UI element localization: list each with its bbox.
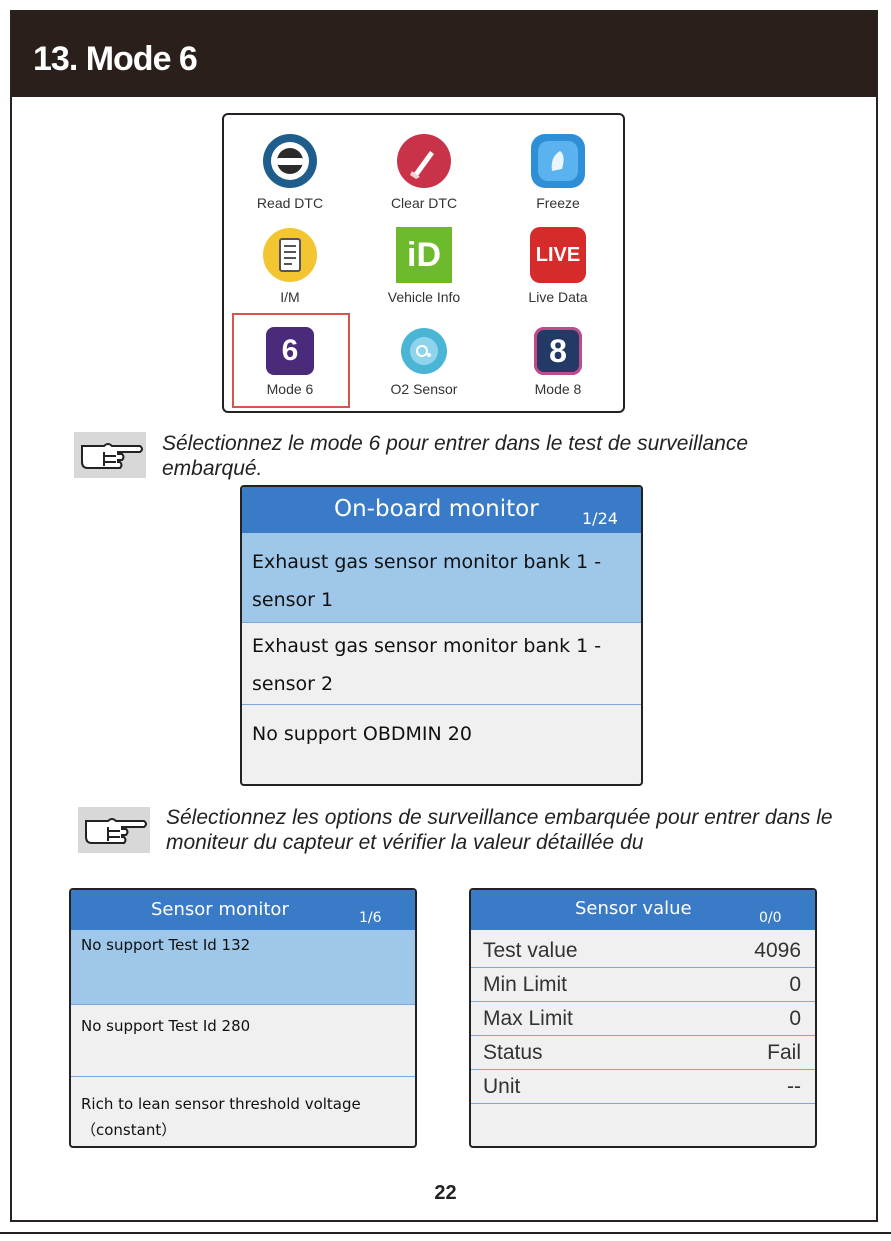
section-title: 13. Mode 6: [33, 40, 198, 78]
menu-item-read-dtc[interactable]: Read DTC: [230, 133, 350, 211]
menu-item-live-data[interactable]: LIVE Live Data: [498, 227, 618, 305]
value-label: Test value: [483, 938, 578, 962]
pointing-hand-icon: [74, 432, 146, 478]
im-icon: [262, 227, 318, 283]
value-label: Min Limit: [483, 972, 568, 996]
list-item[interactable]: Exhaust gas sensor monitor bank 1 - sens…: [242, 533, 641, 623]
list-item[interactable]: No support OBDMIN 20: [252, 723, 472, 745]
value-text: --: [787, 1074, 801, 1098]
page-indicator: 1/6: [359, 910, 382, 926]
list-item[interactable]: No support Test Id 132: [71, 930, 415, 1005]
instruction-text: Sélectionnez les options de surveillance…: [166, 806, 833, 854]
list-item[interactable]: No support Test Id 280: [71, 1005, 415, 1077]
menu-item-mode6[interactable]: 6 Mode 6: [230, 327, 350, 397]
value-row: Max Limit 0: [471, 1002, 815, 1036]
panel-header: Sensor value 0/0: [471, 890, 815, 930]
value-row: Status Fail: [471, 1036, 815, 1070]
value-text: 4096: [754, 938, 801, 962]
menu-item-im[interactable]: I/M: [230, 227, 350, 305]
panel-header: On-board monitor 1/24: [242, 487, 641, 533]
vehicle-info-icon: iD: [396, 227, 452, 283]
menu-item-clear-dtc[interactable]: Clear DTC: [364, 133, 484, 211]
menu-label: Vehicle Info: [387, 289, 461, 305]
bottom-rule: [0, 1232, 891, 1234]
menu-item-mode8[interactable]: 8 Mode 8: [498, 327, 618, 397]
list-item[interactable]: Rich to lean sensor threshold voltage （c…: [81, 1095, 361, 1139]
menu-label: Clear DTC: [390, 195, 458, 211]
value-row: Test value 4096: [471, 934, 815, 968]
menu-label: Mode 8: [534, 381, 582, 397]
mode8-icon: 8: [534, 327, 582, 375]
value-text: 0: [789, 1006, 801, 1030]
mode6-selection-highlight: [232, 313, 350, 408]
panel-header: Sensor monitor 1/6: [71, 890, 415, 930]
value-label: Status: [483, 1040, 543, 1064]
app-menu: Read DTC Clear DTC Freeze I/M iD Vehicle…: [222, 113, 625, 413]
value-text: 0: [789, 972, 801, 996]
onboard-monitor-panel: On-board monitor 1/24 Exhaust gas sensor…: [240, 485, 643, 786]
freeze-icon: [530, 133, 586, 189]
menu-label: Freeze: [536, 195, 580, 211]
menu-item-vehicle-info[interactable]: iD Vehicle Info: [364, 227, 484, 305]
menu-label: Live Data: [528, 289, 588, 305]
menu-item-o2-sensor[interactable]: O2 Sensor: [364, 327, 484, 397]
value-text: Fail: [767, 1040, 801, 1064]
o2-sensor-icon: [400, 327, 448, 375]
sensor-monitor-panel: Sensor monitor 1/6 No support Test Id 13…: [69, 888, 417, 1148]
read-dtc-icon: [262, 133, 318, 189]
panel-title: Sensor value: [575, 898, 692, 919]
section-header: [10, 10, 878, 97]
instruction-text: Sélectionnez le mode 6 pour entrer dans …: [162, 432, 749, 480]
panel-title: On-board monitor: [334, 496, 539, 522]
menu-label: I/M: [280, 289, 300, 305]
page-number: 22: [434, 1182, 457, 1204]
menu-item-freeze[interactable]: Freeze: [498, 133, 618, 211]
live-data-icon: LIVE: [530, 227, 586, 283]
mode6-icon: 6: [266, 327, 314, 375]
menu-label: Mode 6: [266, 381, 314, 397]
value-label: Max Limit: [483, 1006, 573, 1030]
panel-title: Sensor monitor: [151, 899, 289, 920]
sensor-value-panel: Sensor value 0/0 Test value 4096 Min Limi…: [469, 888, 817, 1148]
clear-dtc-icon: [396, 133, 452, 189]
value-row: Min Limit 0: [471, 968, 815, 1002]
page-frame: [10, 10, 878, 1222]
page-indicator: 0/0: [759, 910, 782, 926]
value-label: Unit: [483, 1074, 521, 1098]
menu-label: Read DTC: [256, 195, 324, 211]
list-item[interactable]: Exhaust gas sensor monitor bank 1 - sens…: [242, 623, 641, 705]
menu-label: O2 Sensor: [390, 381, 458, 397]
pointing-hand-icon: [78, 807, 150, 853]
page-indicator: 1/24: [582, 509, 618, 528]
value-row: Unit --: [471, 1070, 815, 1104]
